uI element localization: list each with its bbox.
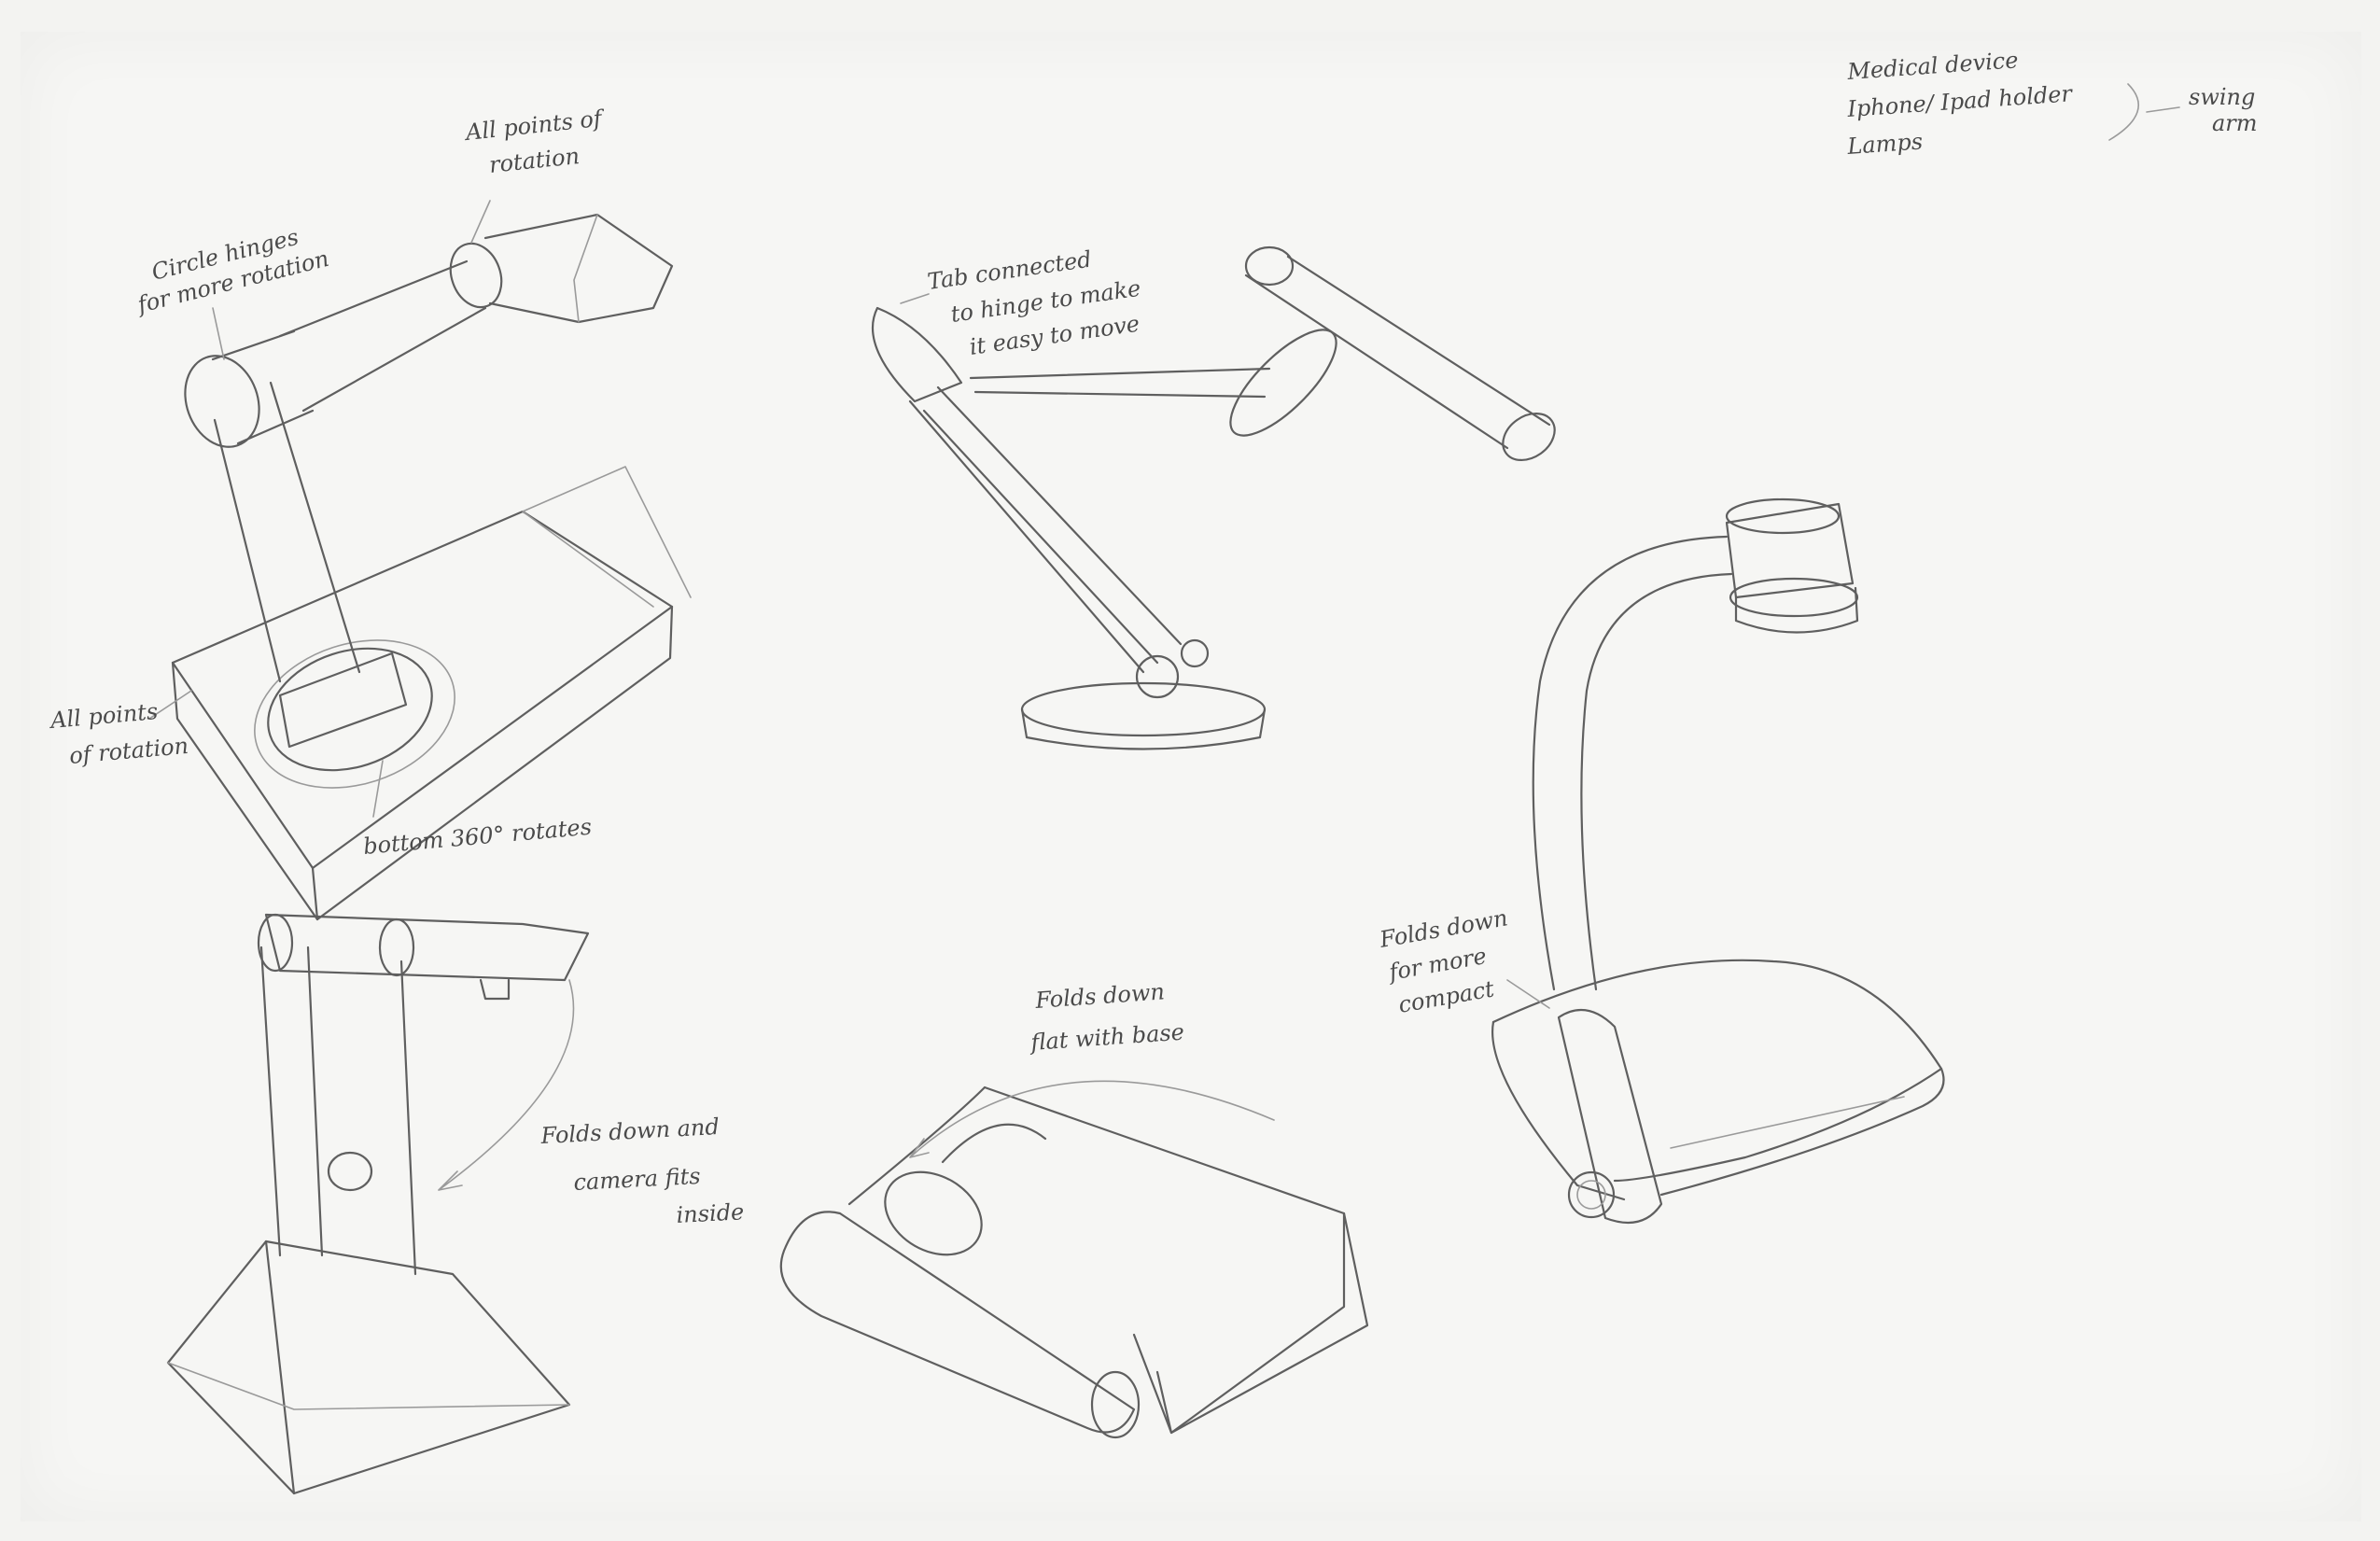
note-iphone-ipad-holder: Iphone/ Ipad holder <box>1845 80 2074 122</box>
sketch-swing-arm-box-base <box>148 200 692 921</box>
sketch-pyramid-base-arm <box>166 913 590 1495</box>
paper <box>21 32 2361 1521</box>
note-s1-all-points: All points of <box>463 105 607 146</box>
note-lamps: Lamps <box>1845 128 1923 160</box>
note-swing: swing <box>2189 84 2255 110</box>
note-s1-of-rotation: of rotation <box>68 733 189 769</box>
brace-mark <box>2108 83 2180 141</box>
sketch-jointed-arm-lamp <box>871 245 1556 750</box>
note-s3-folds-down: Folds down <box>1377 904 1509 953</box>
note-s4-folds-down-and: Folds down and <box>539 1114 721 1149</box>
note-arm: arm <box>2212 110 2258 136</box>
note-s1-rotation: rotation <box>488 143 581 178</box>
note-s4-inside: inside <box>676 1198 745 1228</box>
note-s5-flat-with-base: flat with base <box>1028 1019 1184 1057</box>
note-medical-device: Medical device <box>1845 47 2019 85</box>
note-s5-folds-down: Folds down <box>1033 978 1165 1014</box>
sketch-gooseneck-camera <box>1491 497 1945 1225</box>
note-s4-camera-fits: camera fits <box>573 1163 701 1196</box>
note-s1-all-points-left: All points <box>48 698 159 734</box>
note-s1-bottom-rotates: bottom 360° rotates <box>362 814 593 860</box>
sketch-fold-flat-base <box>779 1080 1369 1439</box>
